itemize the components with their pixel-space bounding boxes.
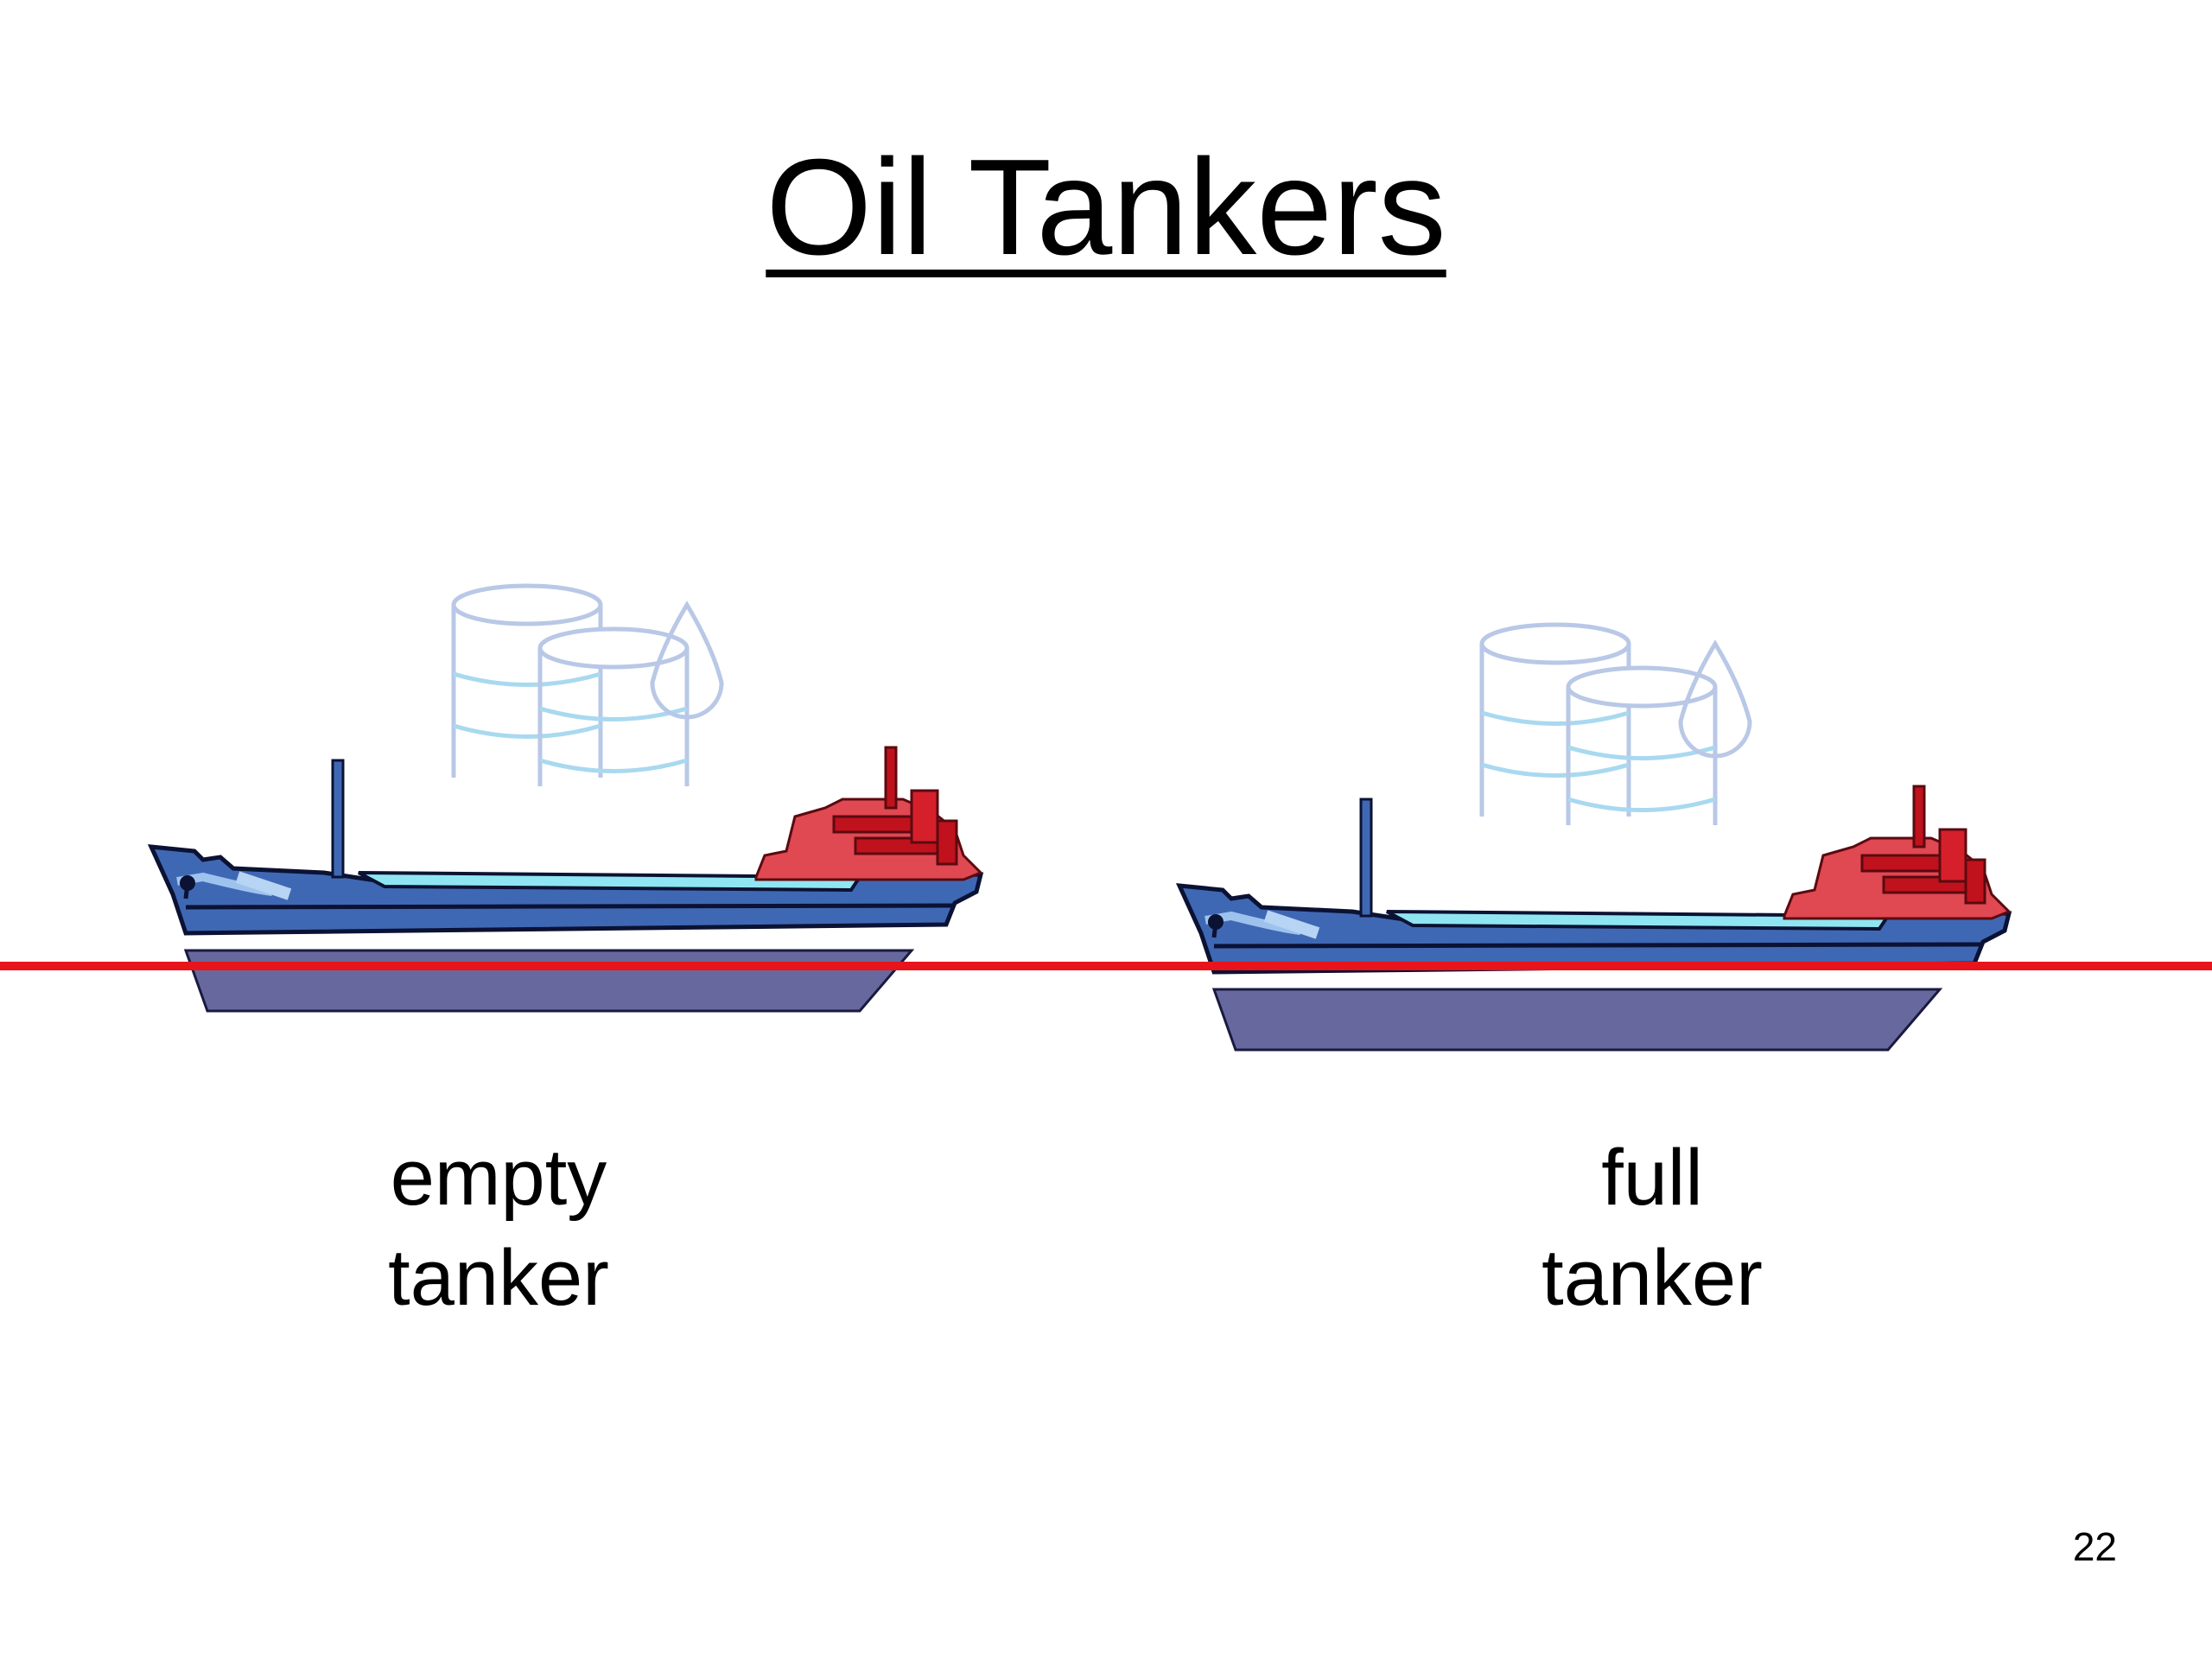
page-number: 22	[2072, 1524, 2117, 1569]
empty-tanker-label: empty tanker	[274, 1128, 723, 1328]
full-tanker-label: full tanker	[1427, 1128, 1877, 1328]
waterline	[0, 962, 2212, 970]
slide-title: Oil Tankers	[0, 130, 2212, 285]
empty-tanker-label-line1: empty	[390, 1134, 607, 1222]
empty-tanker-label-line2: tanker	[388, 1234, 609, 1322]
empty-tanker-ship-icon	[151, 586, 981, 1011]
slide-title-text: Oil Tankers	[766, 131, 1446, 283]
full-tanker-ship-icon	[1179, 625, 2009, 1050]
full-tanker-label-line2: tanker	[1541, 1234, 1763, 1322]
full-tanker-label-line1: full	[1601, 1134, 1703, 1222]
